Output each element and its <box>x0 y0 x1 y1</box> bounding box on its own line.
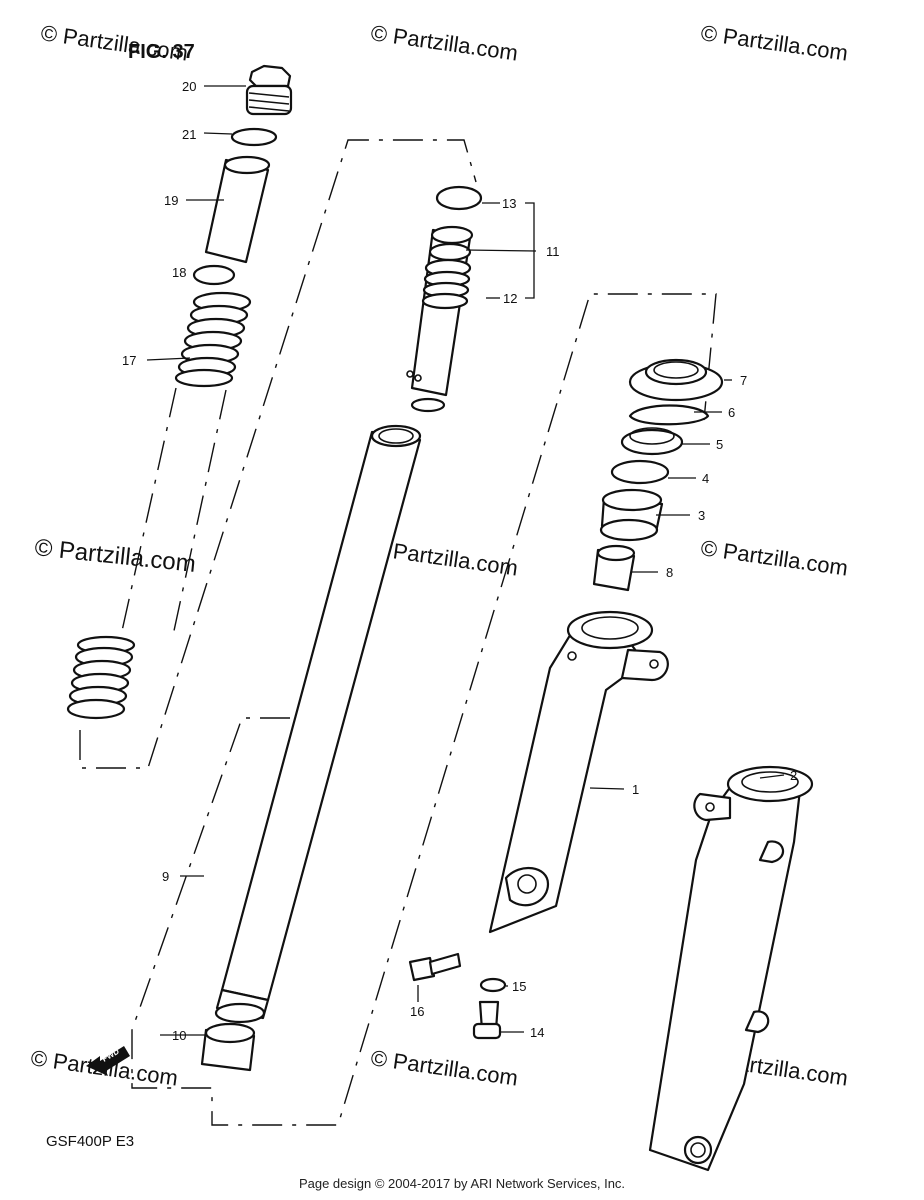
fork-spring-lower <box>66 635 136 720</box>
callout-21: 21 <box>182 127 196 142</box>
callout-11: 11 <box>546 244 560 259</box>
damper-rod-ring <box>435 185 483 211</box>
fork-spacer <box>204 155 271 264</box>
spring-center-line <box>119 387 177 641</box>
callout-17: 17 <box>122 353 136 368</box>
drain-bolt <box>472 1000 502 1040</box>
spring-washer <box>192 264 236 286</box>
callout-7: 7 <box>740 373 747 388</box>
figure-label: FIG. 37 <box>128 41 195 63</box>
outer-fork-tube-left <box>488 610 669 934</box>
callout-12: 12 <box>503 291 517 306</box>
callout-13: 13 <box>502 196 516 211</box>
oil-lock-piece <box>592 544 636 592</box>
inner-fork-tube <box>214 424 422 1024</box>
leader-17 <box>146 357 191 361</box>
callout-20: 20 <box>182 79 196 94</box>
page-footer: Page design © 2004-2017 by ARI Network S… <box>298 1176 626 1191</box>
watermark: © Partzilla.com <box>369 1045 519 1090</box>
callout-14: 14 <box>530 1025 544 1040</box>
spring-center-line <box>171 389 227 641</box>
outer-fork-tube-right <box>648 765 814 1172</box>
callout-6: 6 <box>728 405 735 420</box>
callout-16: 16 <box>410 1004 424 1019</box>
damper-rod <box>406 225 474 413</box>
watermark-main: © Partzilla.com <box>33 534 197 578</box>
fork-spring-upper <box>174 291 252 388</box>
oil-seal <box>620 427 684 456</box>
callout-9: 9 <box>162 869 169 884</box>
fork-cap-bolt <box>245 64 293 116</box>
cap-o-ring <box>230 127 278 147</box>
callout-4: 4 <box>702 471 709 486</box>
leader-1 <box>589 787 625 790</box>
oil-seal-retainer <box>610 459 670 485</box>
callout-2: 2 <box>790 768 797 783</box>
drain-bolt-washer <box>479 977 507 993</box>
callout-18: 18 <box>172 265 186 280</box>
leader-2b <box>759 774 785 779</box>
callout-1: 1 <box>632 782 639 797</box>
callout-5: 5 <box>716 437 723 452</box>
callout-10: 10 <box>172 1028 186 1043</box>
watermark: © Partzilla.com <box>699 20 849 65</box>
dust-seal <box>628 358 724 402</box>
callout-19: 19 <box>164 193 178 208</box>
slide-bushing <box>200 1022 256 1072</box>
leader-21 <box>203 132 233 135</box>
stopper-ring <box>628 404 710 426</box>
callout-3: 3 <box>698 508 705 523</box>
watermark: © Partzilla.com <box>369 20 519 65</box>
assembly-line <box>79 139 477 769</box>
model-label: GSF400P E3 <box>46 1133 134 1150</box>
leader-11 <box>465 249 537 252</box>
damper-rod-bolt <box>408 952 462 982</box>
guide-bushing <box>599 488 664 542</box>
callout-15: 15 <box>512 979 526 994</box>
callout-8: 8 <box>666 565 673 580</box>
watermark: © Partzilla.com <box>699 535 849 580</box>
